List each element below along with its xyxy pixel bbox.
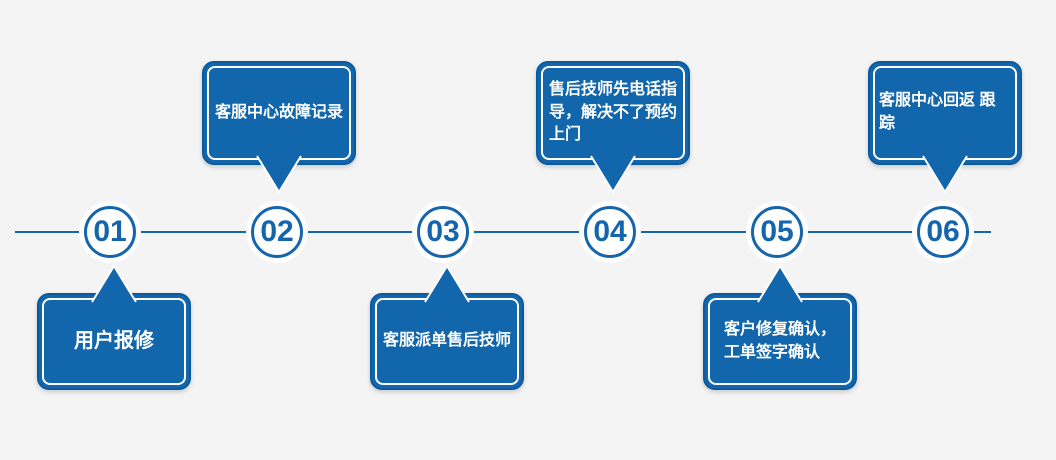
timeline-line [15,231,991,233]
step-number: 04 [593,215,627,248]
step-bubble-2: 客服中心故障记录 [202,61,356,194]
bubble-label: 客户修复确认， 工单签字确认 [723,320,836,361]
step-number: 02 [260,215,294,248]
step-circle-5: 05 [751,206,803,258]
step-bubble-3: 客服派单售后技师 [370,264,524,390]
bubble-label: 客服派单售后技师 [382,332,511,350]
bubble-label: 客服中心故障记录 [214,103,343,121]
step-circle-2: 02 [251,206,303,258]
step-circle-3: 03 [417,206,469,258]
bubble-tail-up-icon [424,264,470,303]
step-number: 05 [760,215,794,248]
step-number: 01 [93,215,127,248]
step-circle-6: 06 [917,206,969,258]
bubble-label: 用户报修 [74,330,154,353]
bubble-tail-down-icon [590,155,636,194]
step-circle-1: 01 [84,206,136,258]
step-bubble-6: 客服中心回返 跟踪 [868,61,1022,194]
step-bubble-1: 用户报修 [37,264,191,390]
step-number: 06 [926,215,960,248]
bubble-label: 客服中心回返 跟踪 [879,92,996,132]
step-number: 03 [426,215,460,248]
bubble-tail-down-icon [922,155,968,194]
step-bubble-4: 售后技师先电话指 导，解决不了预约 上门 [536,61,690,194]
bubble-tail-up-icon [91,264,137,303]
step-bubble-5: 客户修复确认， 工单签字确认 [703,264,857,390]
bubble-label: 售后技师先电话指 导，解决不了预约 上门 [548,80,677,144]
bubble-tail-down-icon [256,155,302,194]
bubble-tail-up-icon [757,264,803,303]
step-circle-4: 04 [584,206,636,258]
